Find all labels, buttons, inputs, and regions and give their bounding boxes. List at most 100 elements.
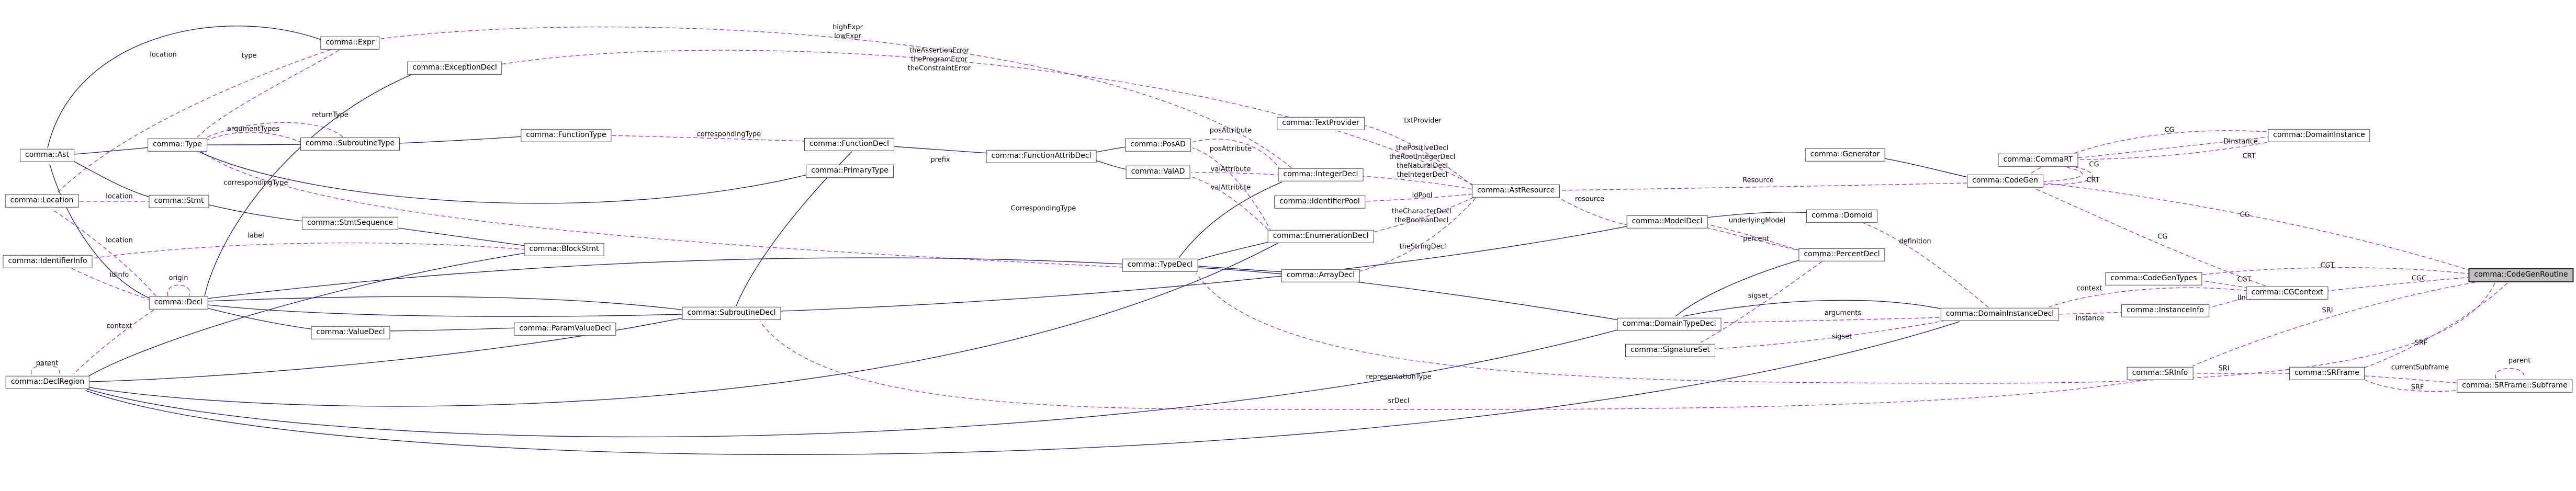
class-node-domaininstancedecl[interactable]: comma::DomainInstanceDecl	[1940, 307, 2060, 321]
class-node-valuedecl[interactable]: comma::ValueDecl	[311, 326, 390, 339]
edge-label-Resource: Resource	[1742, 176, 1774, 185]
class-node-domaintypedecl[interactable]: comma::DomainTypeDecl	[1617, 317, 1722, 331]
class-node-instanceinfo[interactable]: comma::InstanceInfo	[2121, 304, 2209, 317]
class-node-functiondecl[interactable]: comma::FunctionDecl	[804, 138, 895, 151]
class-node-stmtsequence[interactable]: comma::StmtSequence	[301, 216, 399, 230]
class-node-functionattribdecl[interactable]: comma::FunctionAttribDecl	[986, 150, 1097, 163]
edge-label-highExpr: highExpr lowExpr	[833, 24, 863, 40]
edge-label-resource: resource	[1574, 195, 1605, 203]
edge-label-currentSubframe: currentSubframe	[2391, 363, 2449, 372]
edge-label-location: location	[106, 236, 133, 245]
edge-label-parent: parent	[2508, 357, 2531, 365]
edge-label-idPool: idPool	[1412, 191, 1433, 200]
edge-label-underlyingModel: underlyingModel	[1728, 216, 1786, 225]
edge-label-label: label	[248, 232, 264, 240]
class-node-modeldecl[interactable]: comma::ModelDecl	[1626, 215, 1708, 229]
class-node-codegentypes[interactable]: comma::CodeGenTypes	[2105, 272, 2202, 286]
class-node-blockstmt[interactable]: comma::BlockStmt	[524, 243, 604, 256]
class-node-textprovider[interactable]: comma::TextProvider	[1277, 117, 1365, 130]
edge-label-CRT: CRT	[2086, 176, 2100, 185]
edge-label-posAttribute: posAttribute	[1209, 145, 1252, 153]
edge-label-CGT: CGT	[2237, 276, 2252, 284]
class-node-commart[interactable]: comma::CommaRT	[1998, 153, 2078, 167]
class-node-generator[interactable]: comma::Generator	[1805, 148, 1885, 162]
class-node-subframe[interactable]: comma::SRFrame::Subframe	[2457, 379, 2573, 393]
class-node-srframe[interactable]: comma::SRFrame	[2289, 367, 2365, 380]
edge-label-instance: instance	[2075, 314, 2105, 323]
class-node-srinfo[interactable]: comma::SRInfo	[2127, 367, 2193, 380]
edge-label-DInstance: DInstance	[2223, 138, 2258, 146]
edge-label-idInfo: idInfo	[109, 271, 129, 279]
edge-label-sigset: sigset	[1748, 292, 1769, 300]
edge-label-CG: CG	[2240, 211, 2250, 219]
class-node-domaininstance[interactable]: comma::DomainInstance	[2268, 129, 2370, 142]
edge-label-CG: CG	[2089, 161, 2099, 169]
class-node-signatureset[interactable]: comma::SignatureSet	[1625, 344, 1716, 357]
edge-label-valAttribute: valAttribute	[1210, 165, 1251, 174]
edge-label-context: context	[2076, 284, 2102, 293]
class-node-codegenroutine: comma::CodeGenRoutine	[2468, 268, 2574, 282]
edge-label-theAssertionError: theAssertionError theProgramError theCon…	[907, 47, 971, 73]
edge-label-context: context	[106, 322, 132, 330]
edge-label-SRI: SRI	[2218, 364, 2230, 373]
class-node-enumerationdecl[interactable]: comma::EnumerationDecl	[1267, 230, 1374, 243]
edge-label-location: location	[150, 51, 177, 59]
class-node-subroutinedecl[interactable]: comma::SubroutineDecl	[682, 306, 781, 320]
edge-label-theStringDecl: theStringDecl	[1399, 243, 1446, 251]
edge-label-valAttribute: valAttribute	[1210, 184, 1251, 192]
class-node-codegen[interactable]: comma::CodeGen	[1967, 174, 2043, 188]
class-node-cgcontext[interactable]: comma::CGContext	[2246, 286, 2328, 300]
class-node-posad[interactable]: comma::PosAD	[1125, 138, 1191, 152]
class-node-paramvaluedecl[interactable]: comma::ParamValueDecl	[514, 322, 616, 336]
class-node-exceptiondecl[interactable]: comma::ExceptionDecl	[407, 61, 502, 75]
edge-label-sigset: sigset	[1831, 333, 1852, 341]
edge-label-definition: definition	[1899, 237, 1931, 246]
edge-label-returnType: returnType	[312, 111, 348, 119]
edge-label-type: type	[241, 52, 257, 60]
edge-label-parent: parent	[36, 359, 59, 368]
edge-label-posAttribute: posAttribute	[1209, 127, 1252, 135]
class-node-integerdecl[interactable]: comma::IntegerDecl	[1278, 168, 1364, 181]
edge-label-correspondingType: correspondingType	[696, 130, 761, 139]
class-node-identifierpool[interactable]: comma::IdentifierPool	[1274, 195, 1365, 209]
class-node-declregion[interactable]: comma::DeclRegion	[5, 375, 90, 389]
edge-label-representationType: representationType	[1366, 373, 1432, 381]
class-node-type[interactable]: comma::Type	[148, 138, 207, 152]
class-node-primarytype[interactable]: comma::PrimaryType	[806, 164, 894, 178]
edge-label-txtProvider: txtProvider	[1404, 117, 1442, 125]
edge-label-percent: percent	[1743, 235, 1769, 243]
class-node-valad[interactable]: comma::ValAD	[1126, 165, 1190, 179]
class-node-arraydecl[interactable]: comma::ArrayDecl	[1281, 269, 1360, 282]
edge-label-SRF: SRF	[2414, 339, 2428, 347]
edge-label-CGT: CGT	[2320, 261, 2335, 270]
edge-label-CG: CG	[2164, 126, 2175, 134]
edge-label-arguments: arguments	[1824, 309, 1862, 317]
class-node-domoid[interactable]: comma::Domoid	[1806, 209, 1877, 223]
class-node-ast[interactable]: comma::Ast	[20, 149, 74, 162]
edge-label-theCharacterDecl: theCharacterDecl theBooleanDecl	[1391, 208, 1452, 224]
class-node-stmt[interactable]: comma::Stmt	[149, 195, 209, 208]
class-node-decl[interactable]: comma::Decl	[149, 296, 208, 310]
edge-label-SRI: SRI	[2322, 306, 2333, 315]
class-node-expr[interactable]: comma::Expr	[320, 36, 380, 50]
class-node-location[interactable]: comma::Location	[5, 194, 79, 208]
edge-label-origin: origin	[168, 274, 188, 282]
edge-label-CGC: CGC	[2411, 275, 2427, 283]
class-node-subroutinetype[interactable]: comma::SubroutineType	[300, 137, 400, 151]
edge-label-thePositiveDecl: thePositiveDecl theRootIntegerDecl theNa…	[1389, 144, 1456, 179]
edge-label-location: location	[106, 192, 133, 201]
class-node-identifierinfo[interactable]: comma::IdentifierInfo	[3, 255, 93, 268]
edge-label-CorrespondingType: CorrespondingType	[1010, 204, 1076, 213]
class-node-percentdecl[interactable]: comma::PercentDecl	[1798, 248, 1885, 261]
class-node-typedecl[interactable]: comma::TypeDecl	[1122, 258, 1198, 272]
edge-label-srDecl: srDecl	[1388, 397, 1410, 405]
edge-label-correspondingType: correspondingType	[223, 179, 288, 187]
class-node-astresource[interactable]: comma::AstResource	[1471, 184, 1560, 198]
edge-label-CRT: CRT	[2242, 152, 2256, 161]
class-node-functiontype[interactable]: comma::FunctionType	[521, 129, 612, 142]
edge-label-CG: CG	[2157, 233, 2168, 241]
edge-label-SRF: SRF	[2411, 383, 2424, 392]
